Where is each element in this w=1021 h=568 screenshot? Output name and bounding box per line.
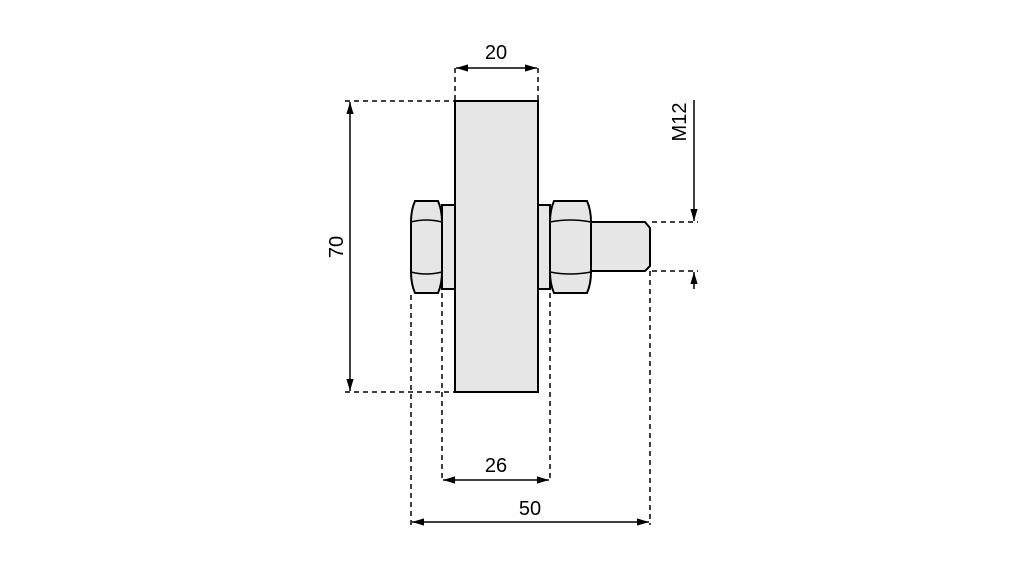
dim-overall-length: 50 bbox=[519, 498, 541, 520]
right-washer bbox=[537, 204, 551, 290]
dim-thread: M12 bbox=[669, 103, 691, 142]
dim-wheel-diameter: 70 bbox=[326, 236, 348, 258]
right-nut bbox=[549, 200, 592, 294]
left-nut bbox=[410, 200, 443, 294]
wheel-assembly bbox=[410, 100, 651, 393]
extension-lines bbox=[345, 64, 698, 525]
threaded-shaft bbox=[590, 221, 651, 272]
dim-wheel-width: 20 bbox=[485, 42, 507, 64]
left-washer bbox=[441, 204, 456, 290]
dimension-lines bbox=[346, 64, 698, 526]
wheel bbox=[454, 100, 539, 393]
dim-nut-span: 26 bbox=[485, 455, 507, 477]
